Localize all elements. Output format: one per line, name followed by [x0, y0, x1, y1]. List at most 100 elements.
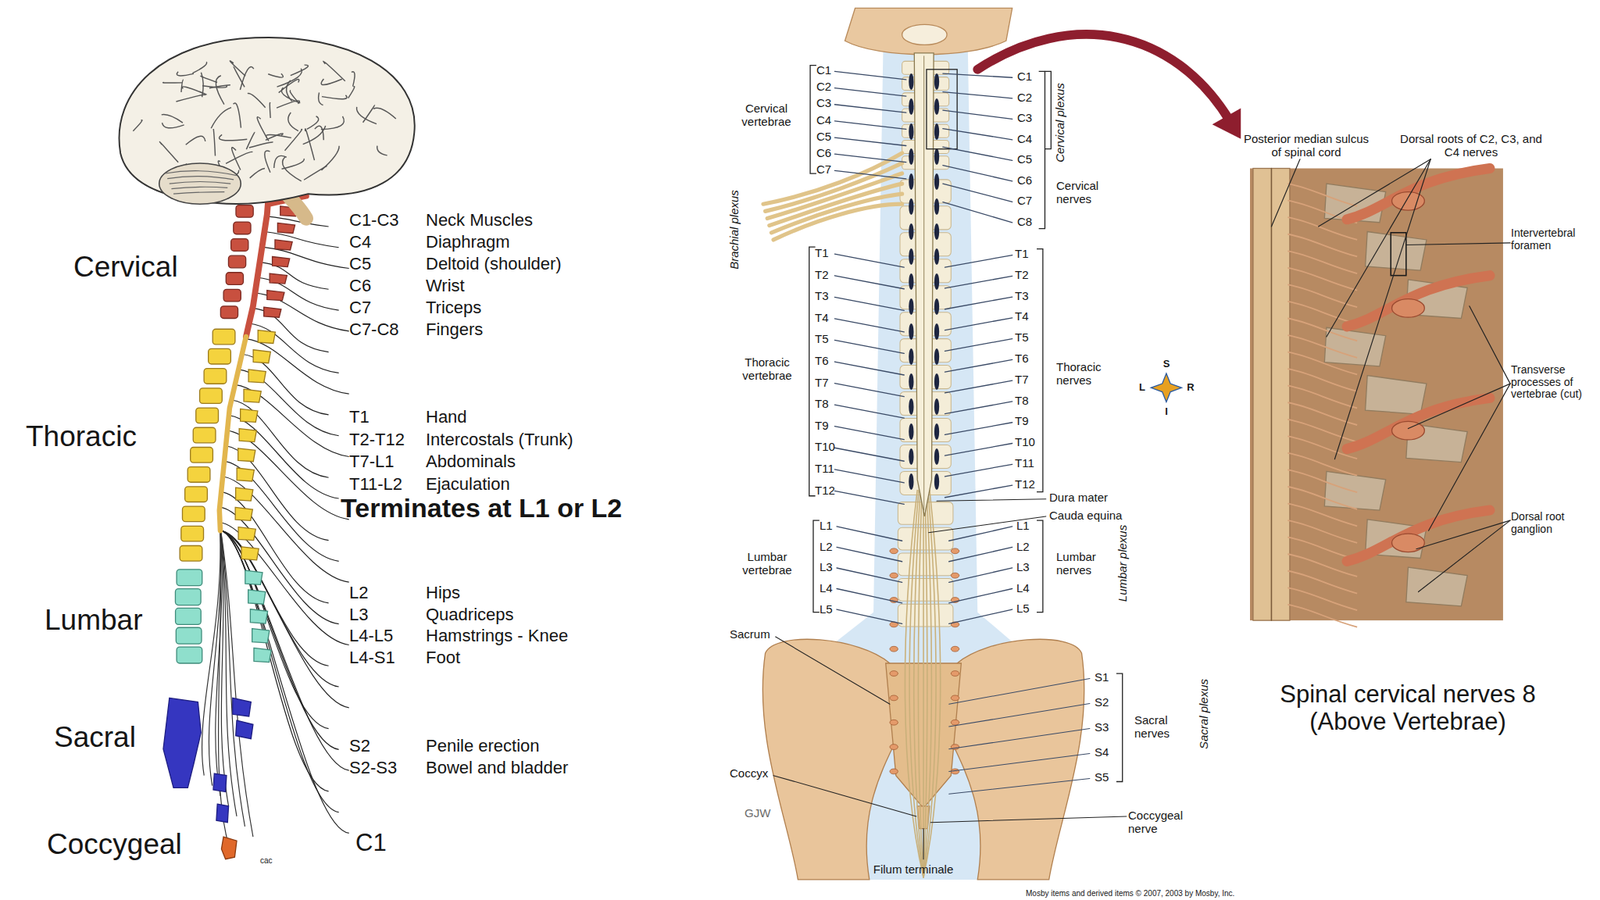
spinous-process	[238, 448, 256, 462]
cerebellum-fold	[169, 181, 231, 184]
label-text: C1-C3	[349, 210, 400, 231]
label-text: Coccyx	[729, 767, 768, 781]
label-text: C1	[355, 829, 387, 858]
label-text: T6	[814, 354, 829, 368]
label-text: T3	[1014, 289, 1029, 303]
nerve-line	[245, 339, 349, 395]
dural-shadow	[908, 448, 914, 465]
ganglion	[889, 572, 898, 579]
label-text: C8	[1017, 214, 1033, 229]
label-text: Intervertebral foramen	[1510, 227, 1597, 252]
label-text: cac	[260, 856, 273, 865]
leader-line	[930, 816, 1127, 823]
label-text: Triceps	[425, 298, 482, 318]
leader-line	[1469, 306, 1511, 384]
nerve-line	[834, 296, 904, 311]
label-text: S2	[349, 736, 371, 757]
dural-shadow	[908, 398, 914, 415]
spinous-process	[238, 527, 256, 541]
cerebellum-fold	[165, 171, 237, 176]
nerve-line	[220, 530, 350, 771]
label-text: GJW	[744, 807, 771, 821]
label-text: C4	[1017, 132, 1033, 146]
nerve-line	[242, 353, 329, 415]
brain-gyrus	[246, 132, 255, 150]
brain-gyrus	[229, 60, 246, 76]
pelvis-left	[762, 639, 898, 880]
brain-gyrus	[161, 114, 183, 124]
label-text: Hamstrings - Knee	[425, 626, 568, 647]
spinous-process	[240, 408, 258, 422]
spinous-process	[243, 389, 261, 403]
sacrum-shape	[235, 720, 254, 740]
cauda-equina-line	[909, 489, 924, 878]
dural-shadow	[908, 198, 914, 215]
label-text: T1	[814, 246, 829, 261]
brain-gyrus	[351, 71, 355, 87]
leader-line	[1271, 159, 1300, 227]
skull-base	[844, 7, 1012, 54]
nerve-line	[834, 137, 906, 146]
dural-shadow	[934, 223, 940, 240]
dural-shadow	[908, 248, 914, 265]
nerve-line	[836, 609, 903, 624]
nerve-line	[942, 202, 1013, 223]
nerve-line	[834, 153, 906, 162]
brain-gyrus	[321, 146, 340, 171]
vertebral-body	[175, 607, 202, 625]
label-text: Transverse processes of vertebrae (cut)	[1510, 364, 1597, 401]
nerve-line	[228, 415, 340, 499]
label-text: C3	[816, 96, 832, 111]
nerve-line	[834, 447, 904, 461]
label-text: Cervical nerves	[1056, 179, 1127, 207]
label-text: Sacral nerves	[1134, 714, 1197, 741]
spinous-process	[253, 647, 272, 662]
nerve-line	[944, 317, 1012, 331]
ganglion	[889, 695, 898, 701]
label-text: Posterior median sulcus of spinal cord	[1239, 132, 1373, 160]
label-text: Lumbar	[44, 603, 143, 636]
brain-gyrus	[377, 146, 388, 156]
brachial-plexus-nerve	[773, 203, 903, 240]
bracket	[813, 520, 820, 613]
label-text: Ejaculation	[425, 474, 511, 494]
sacrum-shape	[163, 697, 201, 788]
brain-gyrus	[159, 142, 179, 163]
dural-shadow	[908, 173, 914, 190]
brain-gyrus	[239, 67, 254, 90]
brain-gyrus	[265, 134, 291, 138]
label-text: C5	[1017, 153, 1033, 167]
cerebellum	[159, 163, 241, 204]
brain-gyrus	[175, 94, 205, 102]
label-text: C5	[349, 254, 372, 275]
label-text: L3	[349, 604, 368, 625]
cauda-equina-line	[914, 489, 924, 878]
foramen-magnum	[902, 24, 947, 45]
nerve-line	[944, 359, 1012, 372]
leader-line	[1318, 159, 1432, 227]
bone-block	[1365, 375, 1427, 415]
nerve-line	[834, 318, 904, 333]
ganglion	[950, 572, 959, 579]
label-text: C6	[816, 146, 832, 161]
vertebral-body	[176, 569, 203, 586]
nerve-line	[220, 530, 340, 687]
nerve-line	[834, 383, 904, 397]
dural-shadow	[934, 448, 940, 465]
nerve-line	[834, 339, 904, 354]
brain-gyrus	[356, 107, 377, 125]
nerve-line	[942, 183, 1013, 202]
vertebral-body	[182, 506, 205, 522]
brain-gyrus	[162, 122, 185, 129]
nerve-line	[225, 446, 329, 541]
label-text: Lumbar vertebrae	[732, 550, 802, 578]
label-text: T5	[1014, 331, 1029, 345]
nerve-line	[944, 464, 1012, 477]
nerve-photo	[1346, 168, 1490, 220]
sacrum-shape	[213, 773, 227, 793]
ganglion	[889, 719, 898, 725]
nerve-line	[942, 146, 1013, 161]
label-text: L5	[1016, 602, 1030, 616]
label-text: Diaphragm	[425, 232, 511, 253]
brachial-plexus-nerve	[771, 193, 902, 233]
